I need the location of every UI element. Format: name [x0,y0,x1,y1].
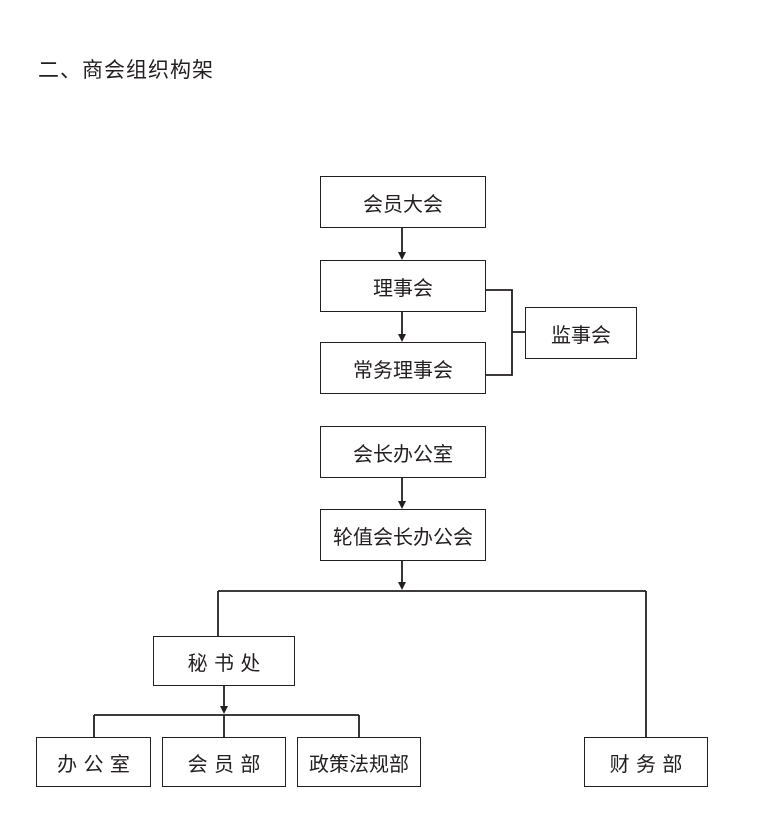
node-standing-council: 常务理事会 [320,342,486,394]
node-membership-dept: 会 员 部 [162,737,286,787]
node-rotating-president-meeting: 轮值会长办公会 [320,509,486,561]
page-title: 二、商会组织构架 [38,58,214,82]
node-secretariat: 秘 书 处 [153,636,295,686]
node-council: 理事会 [320,260,486,312]
node-office: 办 公 室 [36,737,151,787]
node-policy-law-dept: 政策法规部 [297,737,421,787]
node-president-office: 会长办公室 [320,426,486,478]
node-supervisory-board: 监事会 [525,307,637,359]
supervisory-bracket [486,289,513,376]
node-general-assembly: 会员大会 [320,176,486,228]
node-finance-dept: 财 务 部 [584,737,708,787]
